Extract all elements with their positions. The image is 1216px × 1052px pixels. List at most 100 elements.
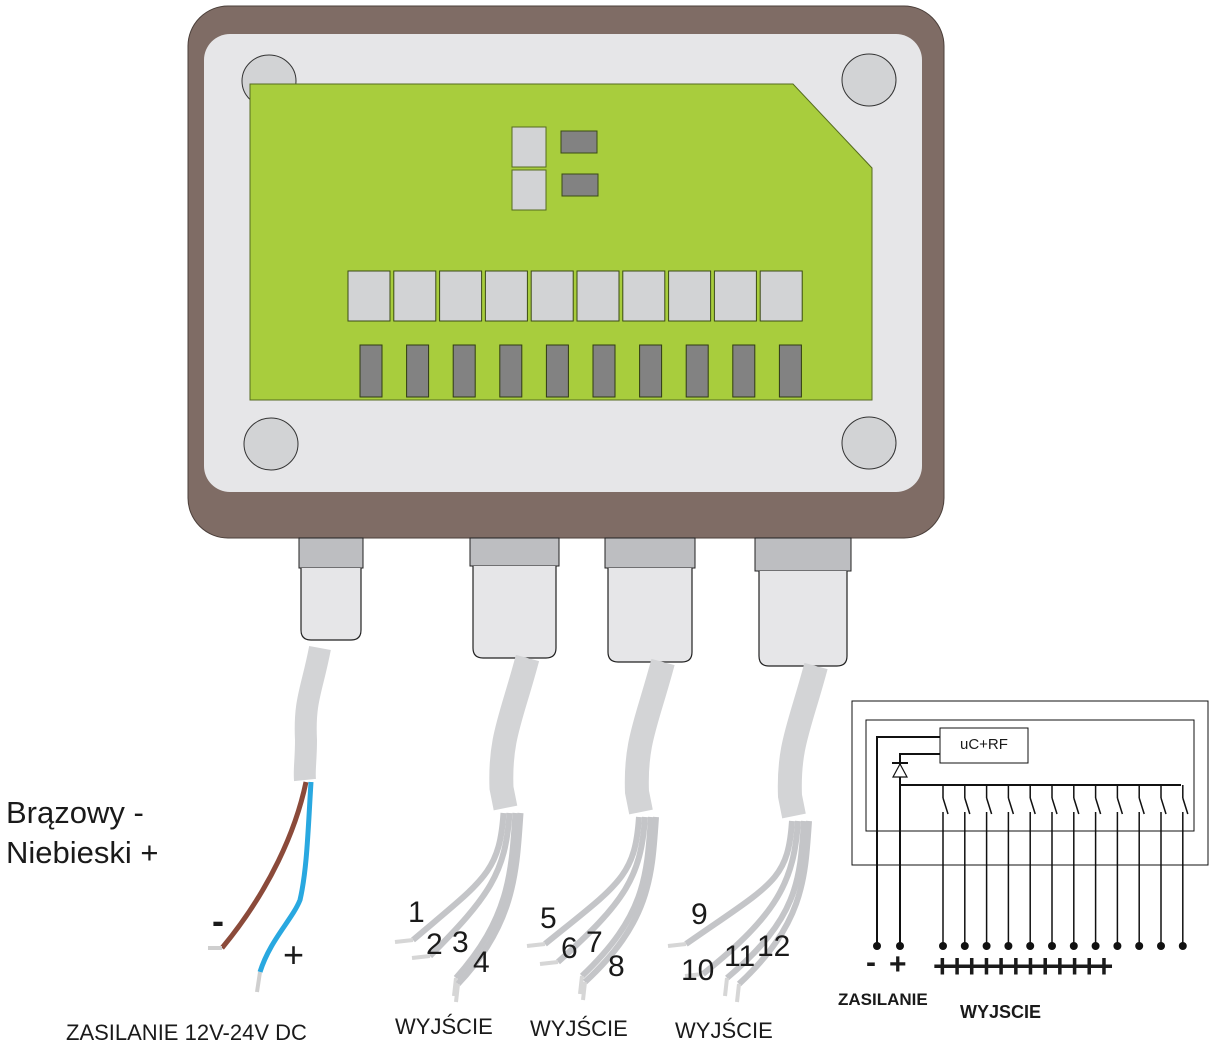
output-terminal-8 xyxy=(1091,942,1100,950)
relay-10 xyxy=(759,270,803,322)
output-wire-tip-12 xyxy=(735,983,741,1003)
output-wire-4 xyxy=(455,812,524,987)
switch-blade-8 xyxy=(1094,797,1102,815)
diode-icon xyxy=(891,762,909,778)
switch-blade-2 xyxy=(964,797,971,815)
output-wire-tip-2 xyxy=(411,954,431,960)
output-caption-1: WYJŚCIE xyxy=(395,1014,493,1039)
output-terminal-2 xyxy=(960,942,969,950)
output-wire-7 xyxy=(579,816,654,979)
gland-body-3 xyxy=(607,568,693,663)
chip-7 xyxy=(639,344,663,398)
output-caption-2: WYJŚCIE xyxy=(530,1016,628,1041)
switch-blade-7 xyxy=(1073,797,1080,815)
blue-wire-tip xyxy=(255,971,262,993)
output-wire-tip-1 xyxy=(394,938,414,944)
schematic xyxy=(851,700,1209,950)
chip-5 xyxy=(545,344,569,398)
relay-6 xyxy=(576,270,620,322)
chip-row xyxy=(359,344,802,398)
wire-number: 9 xyxy=(691,898,708,931)
output-terminal-7 xyxy=(1069,942,1078,950)
chip-9 xyxy=(732,344,756,398)
output-wire-8 xyxy=(582,816,659,985)
chip-2 xyxy=(406,344,430,398)
output-wire-3 xyxy=(453,812,519,980)
gland-nut-4 xyxy=(754,537,852,572)
switch-blade-1 xyxy=(942,797,949,815)
gland-nut-2 xyxy=(469,537,560,567)
switch-blade-11 xyxy=(1160,797,1167,815)
output-wire-tip-5 xyxy=(526,942,546,948)
output-wire-5 xyxy=(543,816,642,947)
terminal-plus xyxy=(896,942,904,950)
relay-3 xyxy=(439,270,483,322)
wire-number: 11 xyxy=(724,940,756,973)
output-wire-2 xyxy=(427,812,513,959)
wire-number: 4 xyxy=(473,946,490,979)
component-chip-b xyxy=(561,173,599,197)
chip-8 xyxy=(685,344,709,398)
schematic-output-terminals: ++++++++++++ xyxy=(933,948,1113,984)
gland-body-4 xyxy=(758,571,848,667)
component-square-2 xyxy=(511,169,547,211)
output-cable-sheath-2 xyxy=(624,658,675,815)
chip-10 xyxy=(778,344,802,398)
screw-bottom-right xyxy=(841,416,897,470)
power-cable xyxy=(208,645,331,993)
brown-wire xyxy=(220,781,309,950)
schematic-power-caption: ZASILANIE xyxy=(838,990,928,1009)
output-terminal-3 xyxy=(982,942,991,950)
schematic-plus: + xyxy=(889,948,907,981)
output-wire-tip-8 xyxy=(581,981,587,1001)
gland-nut-1 xyxy=(298,537,364,569)
schematic-output-caption: WYJSCIE xyxy=(960,1002,1042,1022)
screw-top-right xyxy=(841,53,897,107)
terminal-minus xyxy=(873,942,881,950)
power-cable-sheath xyxy=(293,645,331,782)
enclosure xyxy=(187,5,945,539)
switch-blade-10 xyxy=(1138,797,1145,815)
output-wire-tip-10 xyxy=(684,972,704,978)
output-wire-9 xyxy=(684,820,795,947)
output-cables xyxy=(394,654,828,1003)
chip-4 xyxy=(499,344,523,398)
output-terminal-1 xyxy=(939,942,947,950)
relay-2 xyxy=(393,270,437,322)
output-wire-tip-9 xyxy=(667,942,687,948)
relay-7 xyxy=(622,270,666,322)
power-plus-symbol: + xyxy=(283,934,305,975)
output-wire-tip-4 xyxy=(454,983,460,1003)
wire-number: 7 xyxy=(586,926,603,959)
switch-blade-9 xyxy=(1116,797,1124,815)
output-terminal-5 xyxy=(1026,942,1035,950)
relay-9 xyxy=(713,270,757,322)
output-cable-sheath-3 xyxy=(777,662,828,819)
wire-number: 12 xyxy=(757,930,791,963)
output-wire-tip-7 xyxy=(578,975,584,995)
wire-number: 5 xyxy=(540,902,557,935)
negative-rail xyxy=(876,736,940,945)
wire-number: 6 xyxy=(561,932,578,965)
screw-bottom-left xyxy=(243,417,299,471)
wire-number: 10 xyxy=(681,954,715,987)
relay-4 xyxy=(484,270,528,322)
output-wire-12 xyxy=(736,820,812,987)
output-wire-tip-6 xyxy=(539,960,559,966)
switch-blade-4 xyxy=(1007,797,1015,815)
relay-8 xyxy=(668,270,712,322)
component-chip-a xyxy=(560,130,598,154)
chip-6 xyxy=(592,344,616,398)
wire-number: 3 xyxy=(452,926,469,959)
uc-rf-label: uC+RF xyxy=(960,736,1008,753)
component-square-1 xyxy=(511,126,547,168)
output-caption-3: WYJŚCIE xyxy=(675,1018,773,1043)
output-wire-6 xyxy=(555,816,648,965)
switch-blade-6 xyxy=(1051,797,1058,815)
uc-rf-module xyxy=(939,727,1029,764)
output-wire-1 xyxy=(411,812,507,943)
output-terminal-12 xyxy=(1178,942,1187,950)
schematic-minus: - xyxy=(866,946,876,979)
switch-blade-5 xyxy=(1029,797,1036,815)
